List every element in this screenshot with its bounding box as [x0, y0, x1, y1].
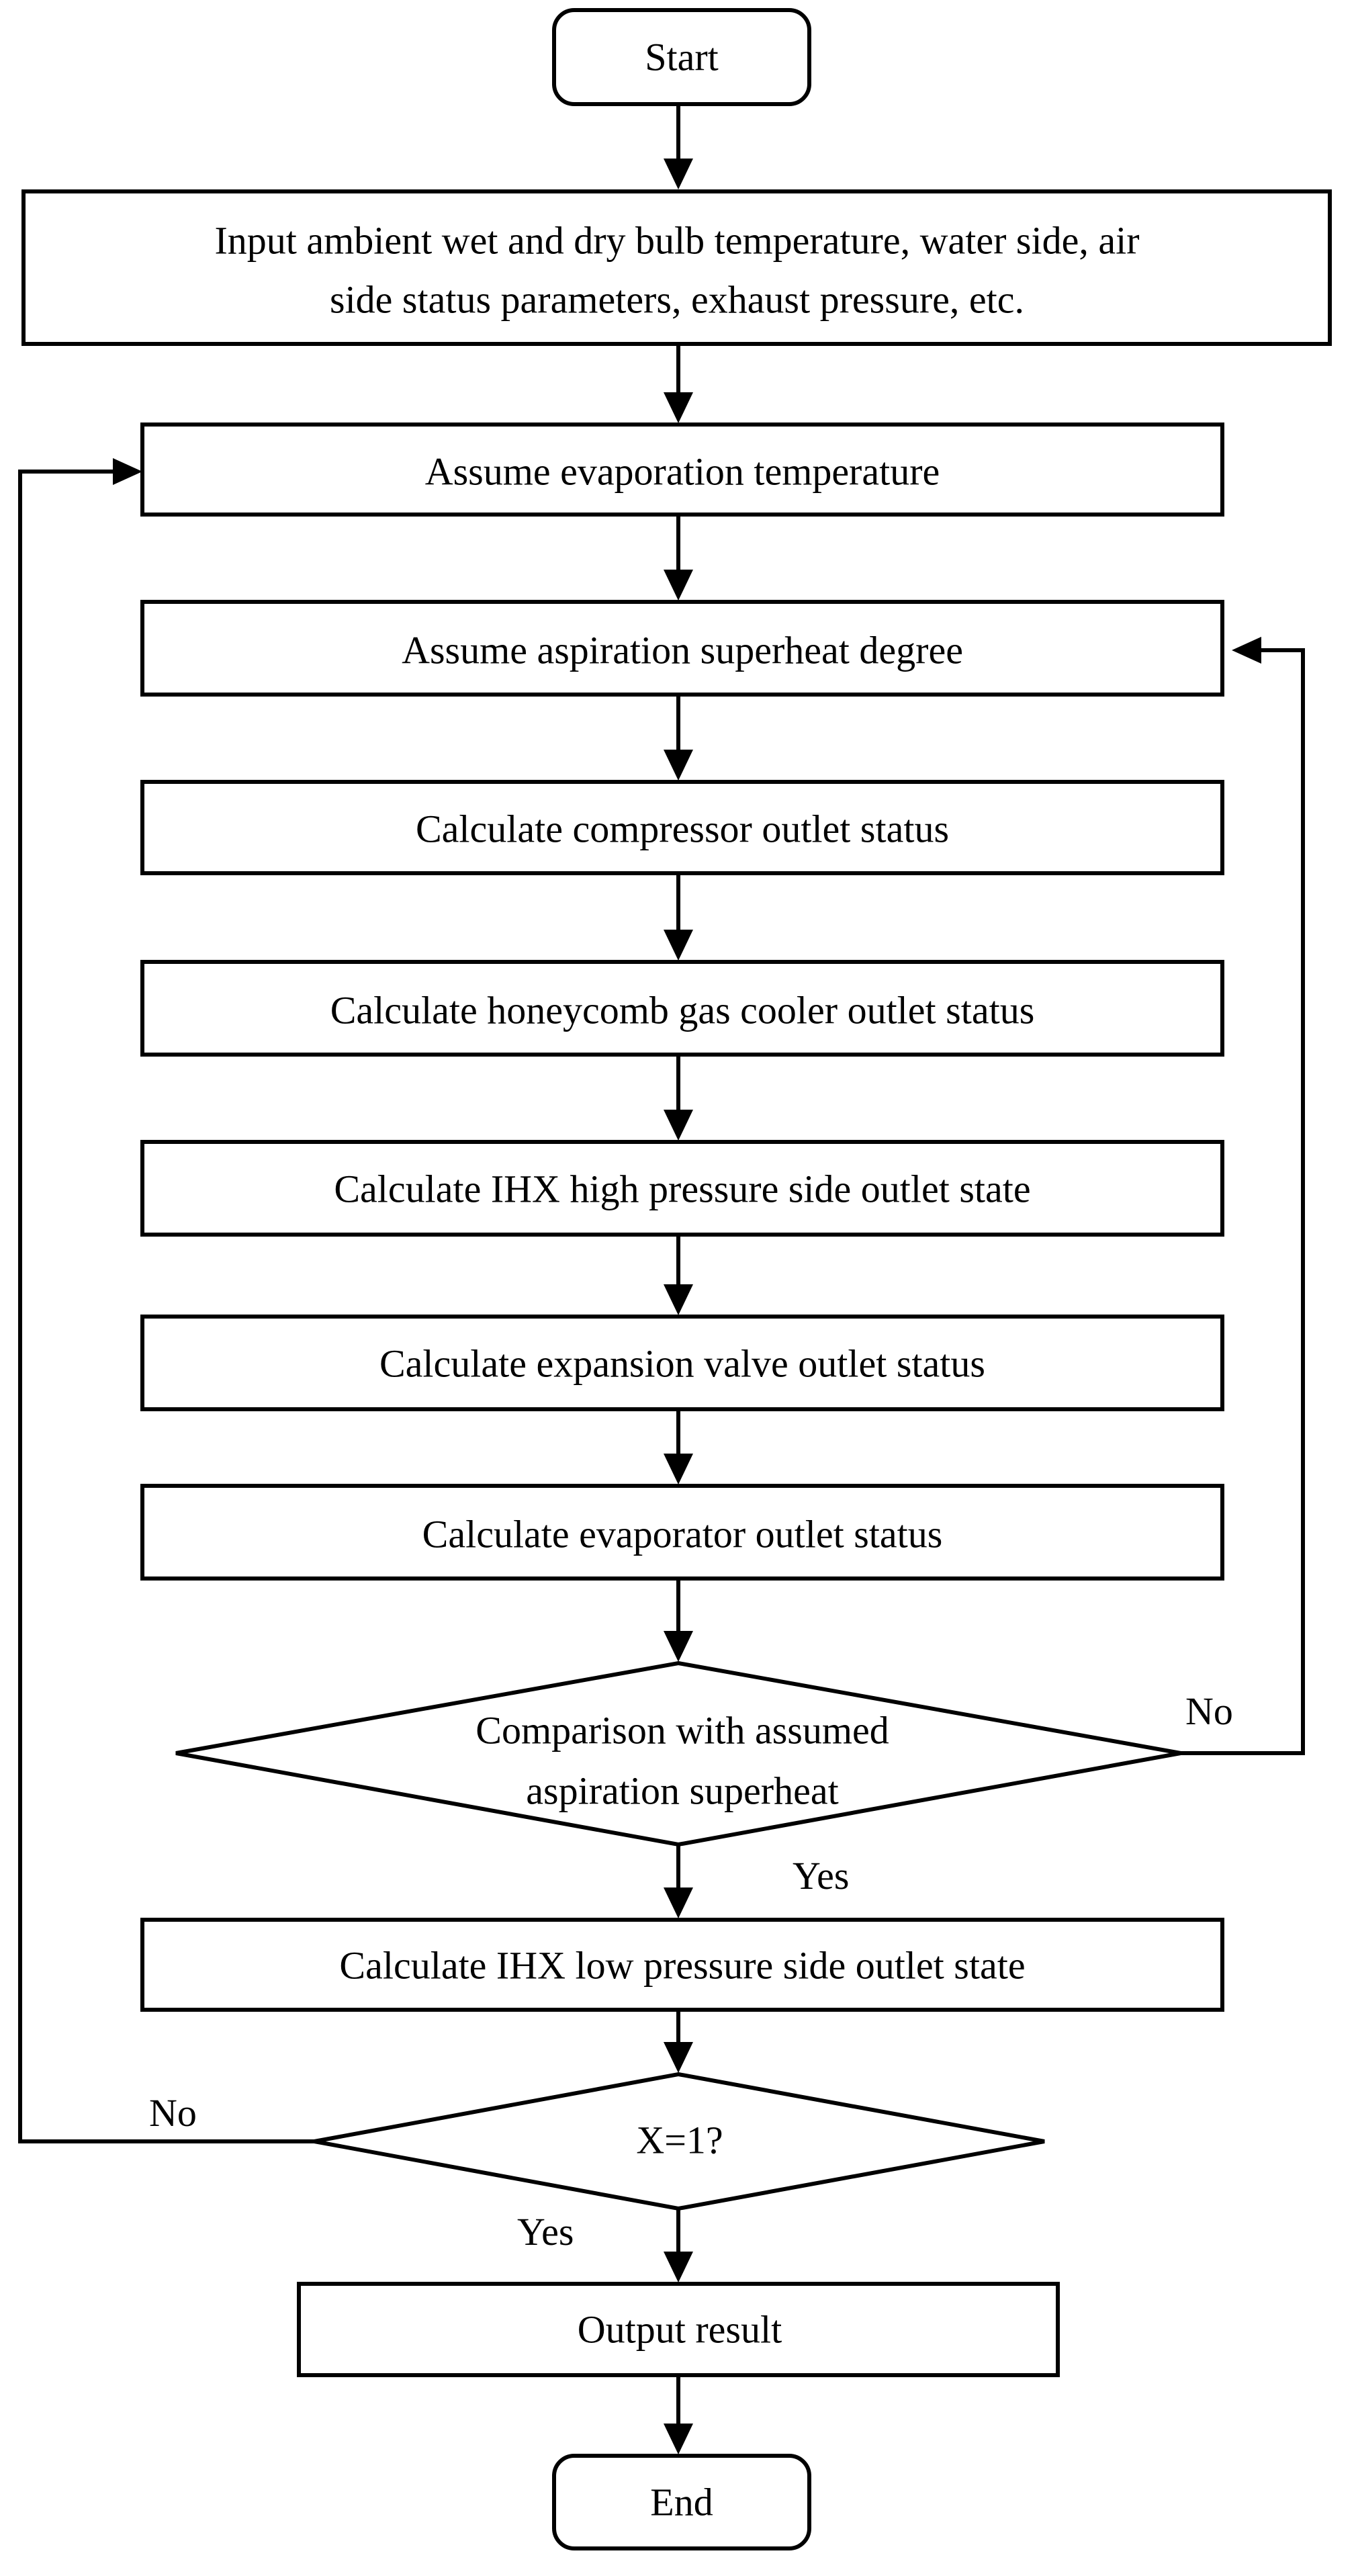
node-ihx-low: Calculate IHX low pressure side outlet s… [140, 1918, 1224, 2012]
x-no-label: No [149, 2091, 197, 2135]
compare-yes-label: Yes [793, 1854, 849, 1898]
start-label: Start [645, 36, 719, 79]
compare-no-label: No [1185, 1689, 1233, 1733]
arrowhead [664, 159, 693, 189]
compressor-label: Calculate compressor outlet status [416, 807, 949, 851]
ihx-low-label: Calculate IHX low pressure side outlet s… [339, 1944, 1025, 1988]
arrowhead [664, 2042, 693, 2073]
arrowhead [664, 392, 693, 423]
input-label-line2: side status parameters, exhaust pressure… [330, 278, 1024, 322]
arrowhead [664, 2252, 693, 2282]
arrowhead [664, 1110, 693, 1141]
arrowhead [113, 458, 142, 485]
decision-compare-superheat: Comparison with assumed aspiration super… [175, 1660, 1181, 1847]
decision-x-check: X=1? [314, 2072, 1045, 2211]
loop-xcheck-no [18, 470, 314, 2143]
arrowhead [664, 750, 693, 781]
node-ihx-high: Calculate IHX high pressure side outlet … [140, 1140, 1224, 1237]
evaporator-label: Calculate evaporator outlet status [422, 1513, 943, 1556]
arrowhead [664, 2424, 693, 2454]
node-start: Start [552, 8, 811, 106]
edge-labels: No Yes No Yes [149, 1689, 1233, 2254]
input-label-line1: Input ambient wet and dry bulb temperatu… [214, 219, 1139, 263]
gas-cooler-label: Calculate honeycomb gas cooler outlet st… [330, 989, 1035, 1032]
arrowhead [664, 1631, 693, 1662]
arrowhead [664, 930, 693, 961]
end-label: End [650, 2481, 713, 2524]
node-evaporator: Calculate evaporator outlet status [140, 1484, 1224, 1581]
connectors [18, 104, 1305, 2454]
node-compressor: Calculate compressor outlet status [140, 780, 1224, 875]
compare-label-line2: aspiration superheat [526, 1769, 838, 1813]
node-expansion: Calculate expansion valve outlet status [140, 1315, 1224, 1411]
loop-compare-no [1181, 648, 1305, 1755]
arrowhead [664, 570, 693, 601]
assume-evaporation-label: Assume evaporation temperature [425, 450, 940, 494]
node-assume-evaporation: Assume evaporation temperature [140, 423, 1224, 517]
arrowhead [664, 1284, 693, 1315]
assume-superheat-label: Assume aspiration superheat degree [402, 629, 963, 672]
ihx-high-label: Calculate IHX high pressure side outlet … [334, 1167, 1030, 1211]
arrowhead [1232, 637, 1261, 664]
node-end: End [552, 2454, 811, 2550]
node-input: Input ambient wet and dry bulb temperatu… [21, 189, 1332, 346]
output-label: Output result [578, 2308, 782, 2352]
compare-label-line1: Comparison with assumed [476, 1709, 889, 1752]
arrowhead [664, 1887, 693, 1918]
node-gas-cooler: Calculate honeycomb gas cooler outlet st… [140, 960, 1224, 1057]
node-output: Output result [297, 2282, 1060, 2377]
x-check-label: X=1? [636, 2119, 723, 2162]
expansion-label: Calculate expansion valve outlet status [379, 1342, 985, 1386]
arrowhead [664, 1454, 693, 1484]
x-yes-label: Yes [517, 2210, 574, 2254]
node-assume-superheat: Assume aspiration superheat degree [140, 600, 1224, 697]
